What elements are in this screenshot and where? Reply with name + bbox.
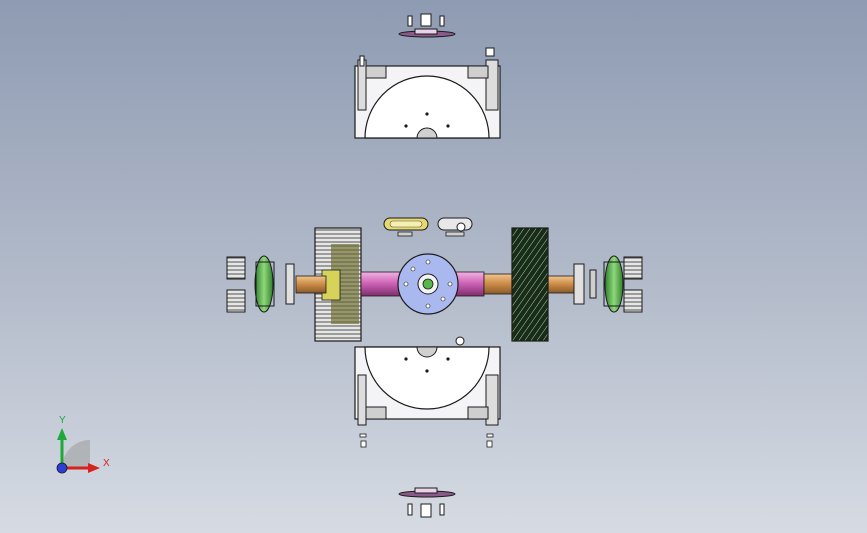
z-axis-icon — [56, 462, 68, 474]
triad-y-label: Y — [59, 415, 66, 426]
left-bearing-stack[interactable] — [226, 255, 295, 313]
bottom-bolt-pair[interactable] — [359, 433, 494, 448]
orientation-triad — [56, 428, 100, 474]
right-gear[interactable] — [511, 227, 549, 342]
seal-parts[interactable] — [383, 217, 473, 237]
y-axis-arrow-icon — [57, 428, 67, 440]
right-bearing-stack[interactable] — [573, 255, 643, 313]
top-housing[interactable] — [354, 47, 501, 139]
triad-x-label: X — [103, 458, 110, 469]
top-fastener-group[interactable] — [398, 13, 456, 38]
left-gear[interactable] — [314, 227, 362, 342]
x-axis-arrow-icon — [88, 463, 100, 473]
bottom-fastener-group[interactable] — [398, 487, 456, 518]
bottom-housing[interactable] — [354, 336, 501, 426]
center-hub[interactable] — [397, 253, 459, 315]
